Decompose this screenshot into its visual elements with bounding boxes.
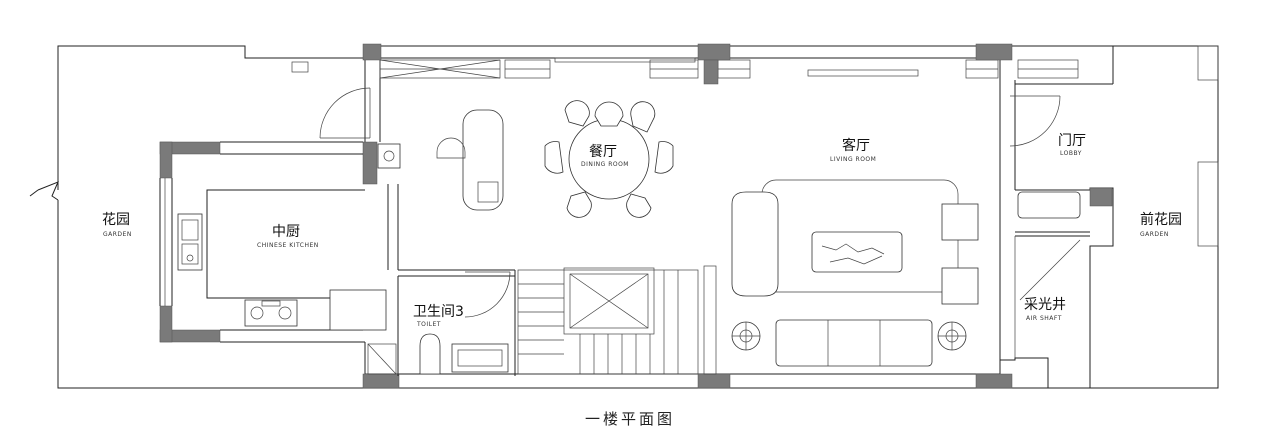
kitchen-walls (159, 141, 401, 343)
label-living: 客厅 (842, 137, 870, 154)
dining-furniture (436, 100, 674, 218)
columns (159, 43, 1113, 389)
label-living-en: LIVING ROOM (830, 156, 876, 163)
kitchen-door (291, 61, 371, 139)
label-air-shaft-en: AIR SHAFT (1026, 315, 1062, 322)
site-boundary (29, 45, 1219, 389)
label-garden-back-en: GARDEN (103, 231, 132, 238)
plan-caption: 一楼平面图 (585, 410, 675, 428)
label-toilet: 卫生间3 (413, 304, 464, 320)
label-dining-en: DINING ROOM (581, 161, 629, 168)
staircase (517, 265, 717, 375)
label-air-shaft: 采光井 (1024, 297, 1066, 313)
label-dining: 餐厅 (589, 144, 617, 160)
kitchen-sink (177, 213, 203, 271)
toilet-room (367, 269, 516, 376)
kitchen-stove (244, 299, 298, 327)
label-foyer: 门厅 (1058, 133, 1086, 149)
living-furniture (731, 179, 979, 367)
label-garden-front-en: GARDEN (1140, 231, 1169, 238)
label-garden-back: 花园 (102, 212, 130, 228)
label-kitchen: 中厨 (272, 224, 300, 240)
label-kitchen-en: CHINESE KITCHEN (257, 242, 319, 249)
label-garden-front: 前花园 (1140, 211, 1182, 228)
foyer-area (1000, 95, 1090, 388)
label-foyer-en: LOBBY (1060, 150, 1082, 157)
top-windows (379, 57, 1079, 79)
label-toilet-en: TOILET (416, 321, 441, 328)
